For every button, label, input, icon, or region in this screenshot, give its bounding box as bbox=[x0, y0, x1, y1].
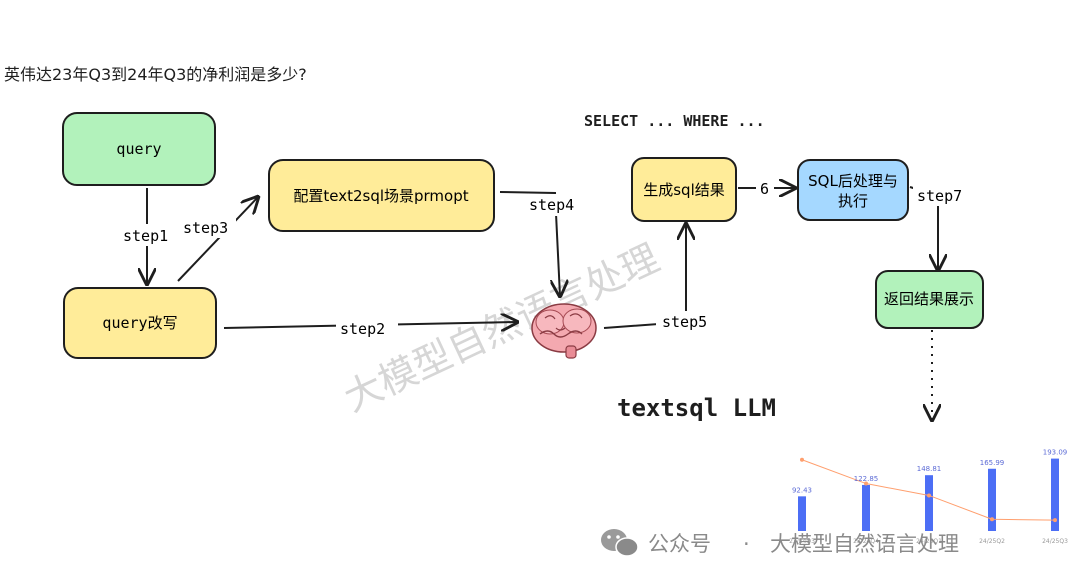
step3-label: step3 bbox=[183, 219, 228, 237]
chart-line-point bbox=[927, 493, 931, 498]
wechat-icon bbox=[601, 529, 639, 557]
chart-category-label: 24/25Q3 bbox=[1042, 538, 1068, 545]
chart-line-point bbox=[800, 457, 804, 462]
step2-label: step2 bbox=[340, 320, 385, 338]
footer: 公众号 · 大模型自然语言处理 bbox=[601, 529, 959, 557]
node-rewrite-label: query改写 bbox=[102, 314, 177, 332]
chart-value-label: 122.85 bbox=[854, 475, 879, 483]
chart-category-label: 23/24Q3 bbox=[789, 538, 815, 545]
node-rewrite: query改写 bbox=[63, 287, 217, 359]
node-query-label: query bbox=[116, 140, 161, 158]
chart-bar bbox=[862, 484, 870, 531]
node-prompt-label: 配置text2sql场景prmopt bbox=[293, 187, 468, 205]
footer-account-prefix: 公众号 bbox=[648, 532, 711, 556]
node-query: query bbox=[62, 112, 216, 186]
chart-value-label: 148.81 bbox=[917, 465, 942, 473]
sql-hint: SELECT ... WHERE ... bbox=[584, 112, 765, 130]
node-postprocess-line1: SQL后处理与 bbox=[808, 172, 898, 190]
arrow-step4 bbox=[499, 191, 560, 296]
chart-category-label: 24/25Q2 bbox=[979, 538, 1005, 545]
chart-bar bbox=[988, 468, 996, 531]
node-generate-label: 生成sql结果 bbox=[643, 181, 725, 199]
chart-category-label: 24/25Q1 bbox=[916, 538, 942, 545]
chart-value-label: 193.09 bbox=[1043, 449, 1068, 457]
step-labels: step1 step3 step2 step4 step5 6 step7 bbox=[118, 178, 971, 340]
chart-bar bbox=[798, 496, 806, 531]
chart-bar bbox=[925, 475, 933, 531]
chart-value-label: 92.43 bbox=[792, 486, 812, 494]
node-result-label: 返回结果展示 bbox=[884, 290, 974, 308]
footer-account-name: 大模型自然语言处理 bbox=[770, 532, 959, 556]
chart-category-label: 23/24Q4 bbox=[853, 538, 879, 545]
chart-value-label: 165.99 bbox=[980, 459, 1005, 467]
node-result: 返回结果展示 bbox=[875, 270, 984, 329]
brain-icon bbox=[531, 303, 597, 359]
step4-label: step4 bbox=[529, 196, 574, 214]
node-postprocess: SQL后处理与 执行 bbox=[797, 159, 909, 221]
node-prompt: 配置text2sql场景prmopt bbox=[268, 159, 495, 232]
footer-dot: · bbox=[743, 532, 750, 556]
arrow-step3 bbox=[177, 197, 258, 282]
chart-line-point bbox=[864, 481, 868, 486]
step1-label: step1 bbox=[123, 227, 168, 245]
node-postprocess-line2: 执行 bbox=[838, 192, 868, 210]
result-chart: 92.43 122.85 148.81 165.99 193.09 23/24Q3 23/… bbox=[789, 449, 1068, 545]
llm-label: textsql LLM bbox=[617, 394, 776, 422]
step5-label: step5 bbox=[662, 313, 707, 331]
chart-bar bbox=[1051, 458, 1059, 531]
question-text: 英伟达23年Q3到24年Q3的净利润是多少? bbox=[4, 65, 307, 84]
step6-label: 6 bbox=[760, 180, 769, 198]
chart-line-point bbox=[990, 517, 994, 522]
chart-line-point bbox=[1053, 518, 1057, 523]
step7-label: step7 bbox=[917, 187, 962, 205]
node-generate: 生成sql结果 bbox=[631, 157, 737, 222]
